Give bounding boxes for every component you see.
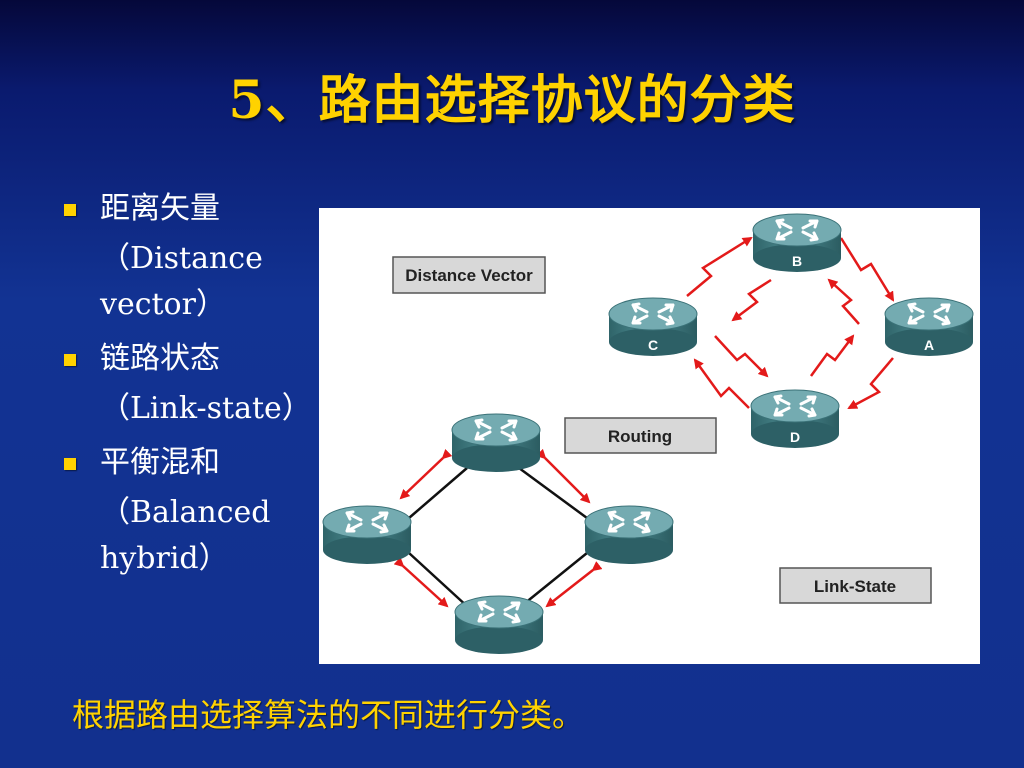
bullet-sublabel: （Link-state） — [100, 391, 312, 426]
router-icon — [583, 504, 675, 566]
router-b: B — [751, 212, 843, 274]
bullet-item-link-state: 链路状态 （Link-state） — [60, 336, 312, 432]
router-d: D — [749, 388, 841, 450]
link-state-links — [408, 466, 588, 609]
bullet-label: 链路状态 — [100, 341, 220, 376]
bullet-list: 距离矢量 （Distance vector） 链路状态 （Link-state）… — [60, 186, 312, 590]
label-link-state-text: Link-State — [814, 577, 896, 596]
bullet-label: 平衡混和 — [100, 445, 220, 480]
router-c: C — [607, 296, 699, 358]
bullet-label: 距离矢量 — [100, 191, 220, 226]
label-link-state: Link-State — [779, 567, 932, 604]
router-d-label: D — [790, 429, 800, 445]
router-icon — [450, 412, 542, 474]
bullet-item-distance-vector: 距离矢量 （Distance vector） — [60, 186, 310, 328]
router-a: A — [883, 296, 975, 358]
bullet-sublabel: （Distance vector） — [100, 241, 263, 322]
distance-vector-arrows — [686, 236, 895, 410]
bullet-item-balanced-hybrid: 平衡混和 （Balanced hybrid） — [60, 440, 310, 582]
label-routing: Routing — [564, 417, 717, 454]
footer-note: 根据路由选择算法的不同进行分类。 — [72, 696, 585, 734]
label-distance-vector: Distance Vector — [392, 256, 546, 294]
router-ls-left — [321, 504, 413, 566]
label-distance-vector-text: Distance Vector — [405, 266, 533, 285]
bullet-square-icon — [64, 204, 76, 216]
label-routing-text: Routing — [608, 427, 672, 446]
router-c-label: C — [648, 337, 658, 353]
bullet-square-icon — [64, 458, 76, 470]
router-ls-bottom — [453, 594, 545, 656]
routing-diagram: Distance Vector Routing Link-State — [319, 208, 980, 664]
bullet-sublabel: （Balanced hybrid） — [100, 495, 271, 576]
router-a-label: A — [924, 337, 934, 353]
router-icon — [321, 504, 413, 566]
router-ls-top — [450, 412, 542, 474]
router-icon — [453, 594, 545, 656]
slide-title: 5、路由选择协议的分类 — [228, 70, 796, 131]
routing-diagram-svg: Distance Vector Routing Link-State — [321, 212, 975, 656]
router-ls-right — [583, 504, 675, 566]
router-b-label: B — [792, 253, 802, 269]
link-state-arrows — [393, 448, 603, 608]
bullet-square-icon — [64, 354, 76, 366]
